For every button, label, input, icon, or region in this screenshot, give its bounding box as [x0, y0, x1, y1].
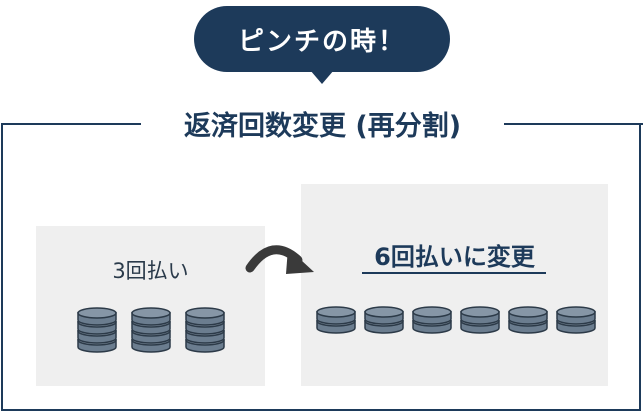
coin-stack-icon: [131, 307, 171, 353]
coin-stack-icon: [556, 306, 596, 334]
frame-top-left-line: [1, 123, 141, 125]
speech-bubble: ピンチの時！: [194, 6, 450, 72]
speech-bubble-text: ピンチの時！: [237, 26, 406, 57]
coin-stack-icon: [508, 306, 548, 334]
after-label: 6回払いに変更: [374, 243, 535, 271]
coin-stack-icon: [77, 307, 117, 353]
frame-top-right-line: [504, 123, 643, 125]
after-label-underline: [362, 272, 546, 274]
content-frame: [1, 124, 641, 411]
coin-stack-icon: [316, 306, 356, 334]
speech-bubble-tail: [310, 70, 334, 84]
coin-stack-icon: [412, 306, 452, 334]
before-label: 3回払い: [112, 259, 189, 283]
before-panel: [36, 226, 265, 386]
curved-arrow-icon: [245, 245, 314, 274]
section-title: 返済回数変更 (再分割): [183, 110, 462, 142]
coin-stack-icon: [185, 307, 225, 353]
coin-stack-icon: [364, 306, 404, 334]
after-panel: [301, 184, 608, 386]
coin-stack-icon: [460, 306, 500, 334]
